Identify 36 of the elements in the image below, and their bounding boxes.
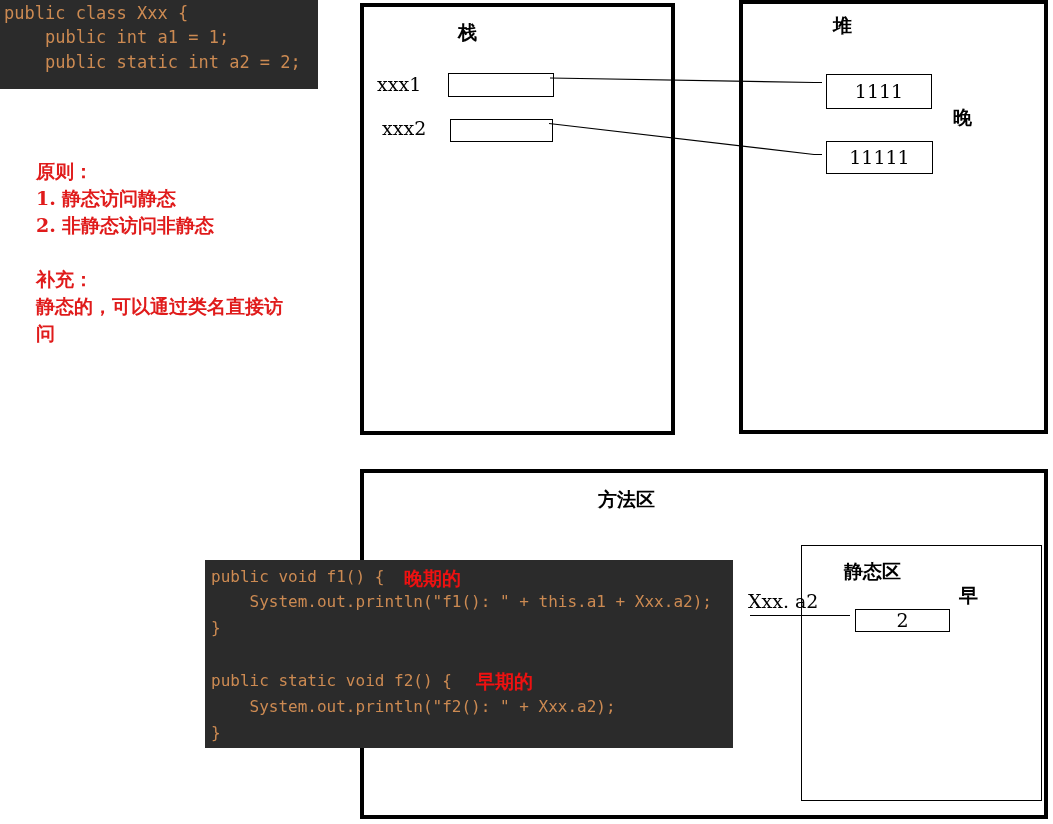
code-line: public void f1() { [211,566,385,588]
memory-area-box [739,0,1048,434]
note-text: 原则： [36,159,93,184]
note-text: 补充： [36,267,93,292]
timing-label: 早 [959,583,978,607]
code-line: public class Xxx { [4,2,189,24]
code-line: public int a1 = 1; [43,26,230,48]
value-box: 11111 [826,141,933,174]
value-box: 1111 [826,74,932,109]
annotation-text: 晚期的 [404,566,461,590]
connector-line [548,122,823,156]
note-text: 静态的，可以通过类名直接访问 [36,294,284,346]
area-title: 方法区 [598,487,655,511]
note-text: 1. 静态访问静态 [36,186,177,211]
code-line: public static void f2() { [211,670,452,692]
variable-name: xxx1 [377,72,422,96]
connector-line [749,614,851,617]
variable-cell [450,119,553,142]
area-title: 栈 [458,20,477,44]
variable-cell [448,73,554,97]
area-title: 堆 [833,13,852,37]
code-panel [0,0,318,89]
code-line: } [211,617,221,639]
value-box: 2 [855,609,950,632]
code-line: } [211,722,221,744]
note-text: 2. 非静态访问非静态 [36,213,215,238]
code-line: System.out.println("f1(): " + this.a1 + Xxx.a2); [248,591,712,613]
connector-line [549,77,823,84]
code-line: System.out.println("f2(): " + Xxx.a2); [248,696,616,718]
area-title: 静态区 [844,559,901,583]
memory-area-box [360,3,675,435]
timing-label: 晚 [953,105,972,129]
variable-name: xxx2 [382,116,427,140]
code-panel [205,560,733,748]
code-line: public static int a2 = 2; [43,51,301,73]
annotation-text: 早期的 [476,669,533,693]
